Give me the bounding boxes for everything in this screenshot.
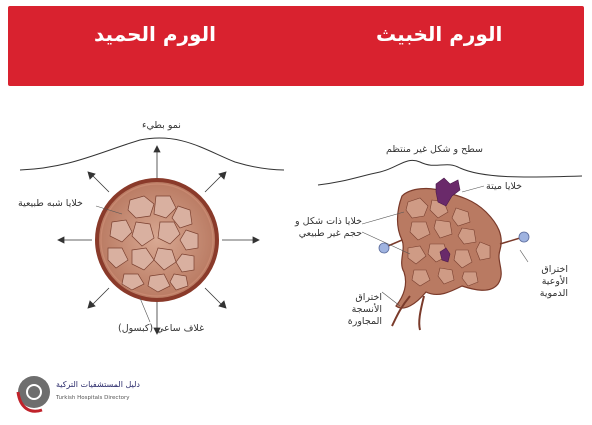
irregular-surface-label: سطح و شكل غير منتظم bbox=[386, 144, 483, 156]
benign-skin-surface bbox=[20, 138, 284, 170]
hospital-logo-icon bbox=[18, 376, 50, 411]
logo-subtext: Turkish Hospitals Directory bbox=[56, 395, 130, 401]
slow-growth-label: نمو بطيء bbox=[142, 120, 181, 132]
capsule-label: غلاف ساعي (كبسول) bbox=[118, 323, 204, 335]
logo-text: دليل المستشفيات التركية bbox=[56, 380, 140, 389]
tissue-invasion-label: اختراق الأنسجة المجاورة bbox=[326, 292, 382, 328]
malignant-tumor bbox=[379, 178, 529, 330]
abnormal-cells-label: خلايا ذات شكل و حجم غير طبيعي bbox=[286, 216, 362, 240]
blood-vessel-left bbox=[379, 243, 389, 253]
blood-vessel-right bbox=[519, 232, 529, 242]
normal-cells-label: خلايا شبه طبيعية bbox=[18, 198, 83, 210]
dead-cells-label: خلايا ميتة bbox=[486, 181, 522, 193]
vessel-invasion-label: اختراق الأوعية الدموية bbox=[514, 264, 568, 300]
malignant-skin-surface bbox=[318, 160, 582, 185]
